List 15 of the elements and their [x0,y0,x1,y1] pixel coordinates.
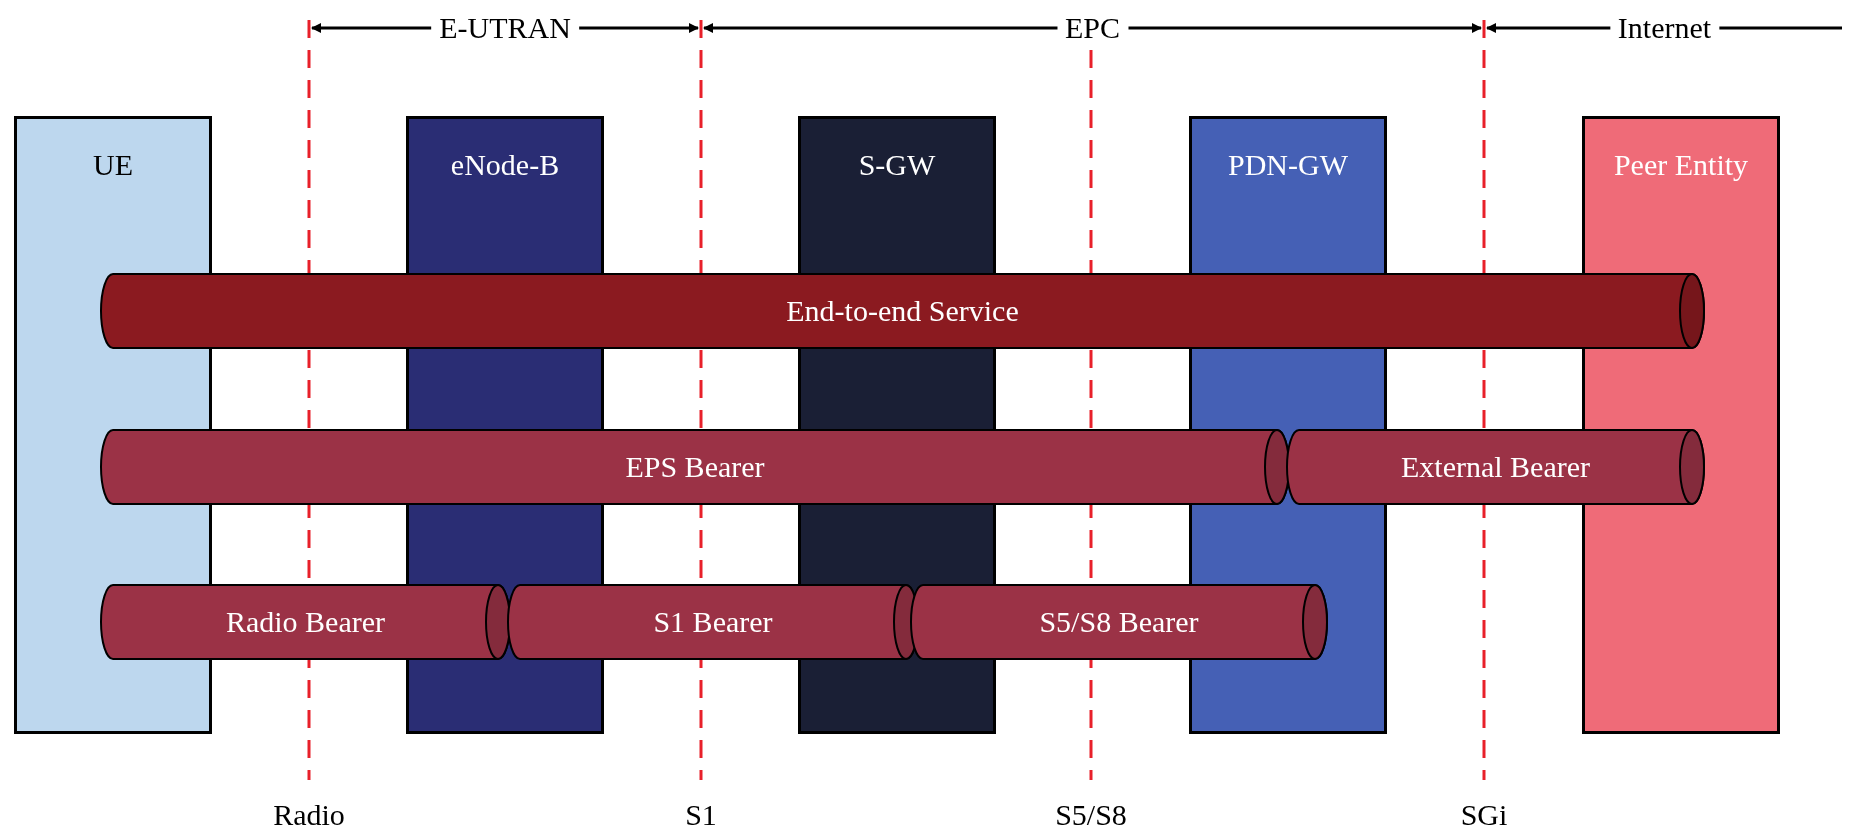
interface-label: S5/S8 [1054,798,1128,832]
element-label: eNode-B [450,147,560,183]
bearer-label: S5/S8 Bearer [1038,605,1200,639]
bearer-label: S1 Bearer [652,605,774,639]
bearer-label: EPS Bearer [624,450,766,484]
element-label: S-GW [858,147,936,183]
bearer-label: Radio Bearer [224,605,387,639]
interface-label: Radio [272,798,346,832]
element-label: UE [93,147,133,183]
bearer-label: External Bearer [1399,450,1592,484]
bearer-label: End-to-end Service [785,294,1020,328]
element-label: PDN-GW [1228,147,1348,183]
element-label: Peer Entity [1613,147,1749,183]
interface-label: S1 [684,798,718,832]
interface-label: SGi [1459,798,1509,832]
